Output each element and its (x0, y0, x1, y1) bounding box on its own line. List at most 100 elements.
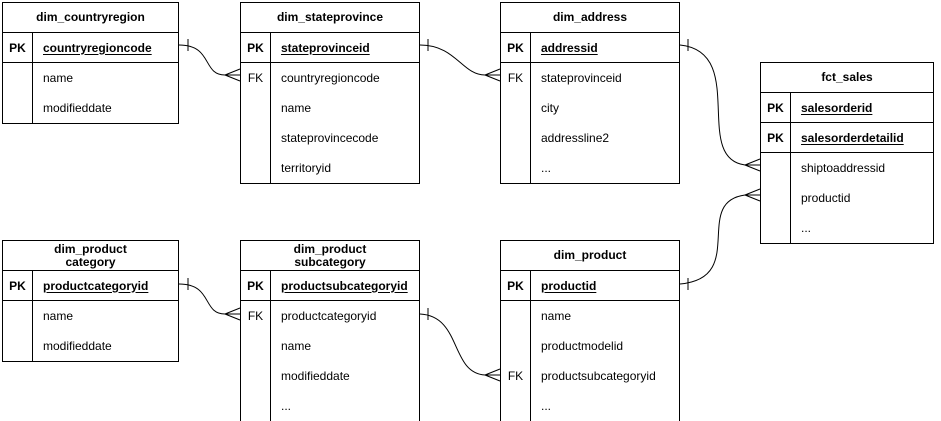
key-label: FK (241, 63, 271, 93)
table-row: PK addressid (501, 33, 679, 63)
relationship-subcategory-product[interactable] (419, 308, 501, 382)
table-dim-countryregion[interactable]: dim_countryregion PK countryregioncode n… (2, 2, 179, 124)
field-name: name (541, 309, 572, 323)
table-row: FK productsubcategoryid (501, 361, 679, 391)
key-label: PK (761, 123, 791, 152)
table-row: stateprovincecode (241, 123, 419, 153)
field-name: stateprovinceid (281, 40, 370, 55)
table-fct-sales[interactable]: fct_sales PK salesorderid PK salesorderd… (760, 62, 934, 244)
field-name: territoryid (281, 161, 332, 175)
table-row: PK countryregioncode (3, 33, 178, 63)
table-dim-product[interactable]: dim_product PK productid name productmod… (500, 240, 680, 421)
key-label: PK (501, 271, 531, 300)
key-label: PK (501, 33, 531, 62)
table-row: name (501, 301, 679, 331)
field-name: countryregioncode (281, 71, 380, 85)
table-dim-product-category[interactable]: dim_product category PK productcategoryi… (2, 240, 179, 362)
field-name: countryregioncode (43, 40, 152, 55)
table-row: modifieddate (3, 93, 178, 123)
table-row: modifieddate (3, 331, 178, 361)
key-label: PK (3, 33, 33, 62)
key-label: FK (501, 63, 531, 93)
table-row: ... (501, 153, 679, 183)
table-title: dim_address (501, 3, 679, 33)
field-name: shiptoaddressid (801, 161, 886, 175)
field-name: modifieddate (43, 101, 112, 115)
table-row: productid (761, 183, 933, 213)
field-name: name (281, 339, 312, 353)
table-row: shiptoaddressid (761, 153, 933, 183)
table-row: FK productcategoryid (241, 301, 419, 331)
key-label (761, 213, 791, 243)
table-title: fct_sales (761, 63, 933, 93)
relationship-address-fctsales[interactable] (679, 39, 761, 172)
relationship-product-fctsales[interactable] (679, 188, 761, 290)
table-dim-address[interactable]: dim_address PK addressid FK stateprovinc… (500, 2, 680, 184)
field-name: productsubcategoryid (281, 278, 408, 293)
field-name: productsubcategoryid (541, 369, 656, 383)
table-row: ... (761, 213, 933, 243)
field-name: name (43, 309, 74, 323)
table-title: dim_countryregion (3, 3, 178, 33)
table-title: dim_product category (3, 241, 178, 271)
key-label (241, 391, 271, 421)
relationship-countryregion-stateprovince[interactable] (178, 39, 241, 82)
field-name: salesorderdetailid (801, 130, 904, 145)
key-label: PK (3, 271, 33, 300)
field-name: addressline2 (541, 131, 610, 145)
key-label (501, 123, 531, 153)
field-name: addressid (541, 40, 598, 55)
key-label (761, 153, 791, 183)
field-name: name (281, 101, 312, 115)
field-name: productid (801, 191, 851, 205)
key-label (501, 93, 531, 123)
table-row: name (3, 301, 178, 331)
table-row: ... (501, 391, 679, 421)
field-name: ... (541, 399, 552, 413)
table-dim-stateprovince[interactable]: dim_stateprovince PK stateprovinceid FK … (240, 2, 420, 184)
table-row: name (3, 63, 178, 93)
field-name: ... (801, 221, 812, 235)
table-title: dim_stateprovince (241, 3, 419, 33)
relationship-category-subcategory[interactable] (178, 278, 241, 321)
field-name: productmodelid (541, 339, 624, 353)
table-row: PK stateprovinceid (241, 33, 419, 63)
key-label (3, 63, 33, 93)
table-row: addressline2 (501, 123, 679, 153)
key-label (241, 331, 271, 361)
relationship-stateprovince-address[interactable] (419, 39, 501, 82)
table-row: FK stateprovinceid (501, 63, 679, 93)
key-label (241, 123, 271, 153)
table-row: territoryid (241, 153, 419, 183)
key-label (3, 93, 33, 123)
key-label (241, 153, 271, 183)
table-row: ... (241, 391, 419, 421)
field-name: ... (281, 399, 292, 413)
key-label: FK (241, 301, 271, 331)
key-label: PK (241, 33, 271, 62)
table-title: dim_product (501, 241, 679, 271)
key-label: PK (761, 93, 791, 122)
field-name: productid (541, 278, 597, 293)
key-label (761, 183, 791, 213)
key-label: PK (241, 271, 271, 300)
table-row: name (241, 331, 419, 361)
table-row: PK salesorderdetailid (761, 123, 933, 153)
field-name: salesorderid (801, 100, 873, 115)
field-name: city (541, 101, 559, 115)
field-name: stateprovincecode (281, 131, 379, 145)
key-label: FK (501, 361, 531, 391)
table-title: dim_product subcategory (241, 241, 419, 271)
key-label (241, 93, 271, 123)
field-name: modifieddate (281, 369, 350, 383)
table-row: productmodelid (501, 331, 679, 361)
table-row: modifieddate (241, 361, 419, 391)
table-row: PK productsubcategoryid (241, 271, 419, 301)
key-label (241, 361, 271, 391)
table-row: PK productid (501, 271, 679, 301)
table-row: FK countryregioncode (241, 63, 419, 93)
table-dim-product-subcategory[interactable]: dim_product subcategory PK productsubcat… (240, 240, 420, 421)
field-name: productcategoryid (281, 309, 377, 323)
